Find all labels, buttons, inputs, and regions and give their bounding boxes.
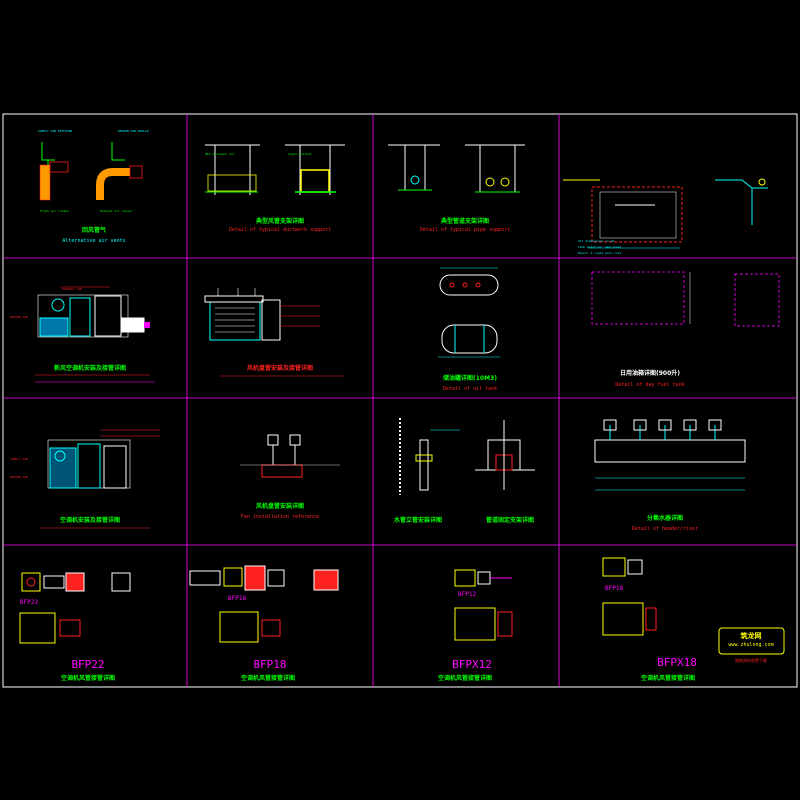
caption-en: Detail of header/riser: [632, 526, 698, 532]
svg-text:RETURN AIR GRILLE: RETURN AIR GRILLE: [118, 129, 149, 133]
caption-en: Detail of day fuel tank: [615, 382, 684, 388]
panel-grid: [3, 114, 797, 687]
panel-duct-support: M10 threaded rod Angle bracket 典型风管支架详图 …: [205, 144, 345, 233]
tank-note: Tank material: 4mm steel: [578, 245, 622, 249]
panel-riser-support: 水管立管安装详图 管道固定支架详图: [394, 418, 535, 524]
svg-text:RETURN AIR: RETURN AIR: [10, 315, 28, 319]
caption-cn: 分集水器详图: [647, 514, 683, 522]
caption-en: Detail of typical ductwork support: [229, 227, 331, 233]
panel-bfp22: BFP22 BFP22 空调机风管接管详图: [19, 572, 131, 682]
stamp-line: 建筑资料免费下载: [735, 657, 767, 663]
tank-note: Paint: 2 coats anti-rust: [578, 251, 622, 255]
caption-cn: 典型管道支架详图: [441, 217, 489, 225]
caption-cn: 典型风管支架详图: [256, 217, 304, 225]
panel-air-vents: SUPPLY AIR DIFFUSER RETURN AIR GRILLE Fr…: [38, 129, 149, 244]
caption-en: Detail of typical pipe support: [420, 227, 510, 233]
svg-text:M10 threaded rod: M10 threaded rod: [205, 152, 234, 156]
caption-cn: 日用油箱详图(900升): [620, 369, 680, 377]
svg-text:EXHAUST AIR: EXHAUST AIR: [62, 287, 82, 291]
svg-text:Fresh air intake: Fresh air intake: [40, 209, 69, 213]
unit-tag: BFP18: [228, 595, 246, 602]
caption-cn: 风机盘管安装详图: [256, 502, 304, 510]
caption-en: Detail of oil tank: [443, 386, 497, 392]
panel-bfpx12: BFP12 BFPX12 空调机风管接管详图: [438, 569, 513, 682]
caption-cn: 储油罐详图(10M3): [442, 374, 497, 382]
unit-tag: BFP12: [458, 591, 476, 598]
tank-note: All dimensions in mm: [578, 239, 614, 243]
caption-cn: 水管立管安装详图: [394, 516, 442, 524]
stamp-line: 筑龙网: [741, 631, 762, 640]
model-label: BFPX18: [657, 656, 697, 669]
watermark-stamp: 筑龙网 www.zhulong.com 建筑资料免费下载: [718, 627, 785, 663]
svg-text:RETURN AIR: RETURN AIR: [10, 475, 28, 479]
panel-day-fuel-tank: All dimensions in mm Tank material: 4mm …: [563, 178, 780, 388]
caption-cn: 管道固定支架详图: [486, 516, 534, 524]
caption-cn: 新风空调机安装及接管详图: [54, 364, 126, 372]
panel-bfpx18: BFP18 BFPX18 空调机风管接管详图: [602, 557, 697, 682]
unit-tag: BFP22: [20, 599, 38, 606]
caption-cn: 空调机风管接管详图: [641, 674, 695, 682]
svg-text:Exhaust air louver: Exhaust air louver: [100, 209, 133, 213]
stamp-line: www.zhulong.com: [728, 642, 773, 648]
unit-tag: BFP18: [605, 585, 623, 592]
panel-bfp18: BFP18 BFP18 空调机风管接管详图: [189, 565, 339, 682]
caption-en: Alternative air vents: [62, 238, 125, 244]
sheet-frame: [2, 113, 798, 688]
caption-cn: 空调机风管接管详图: [438, 674, 492, 682]
panel-oil-tank: 储油罐详图(10M3) Detail of oil tank: [438, 267, 500, 392]
caption-cn: 空调机安装及接管详图: [60, 516, 120, 524]
panel-fresh-air-ahu: EXHAUST AIR RETURN AIR 新风空调机安装及接管详图: [10, 286, 155, 383]
caption-cn: 空调机风管接管详图: [61, 674, 115, 682]
caption-cn: 风机盘管安装及接管详图: [247, 364, 313, 372]
caption-cn: 回风管气: [82, 226, 106, 234]
model-label: BFP18: [253, 658, 286, 671]
model-label: BFPX12: [452, 658, 492, 671]
caption-cn: 空调机风管接管详图: [241, 674, 295, 682]
caption-en: Fan installation reference: [241, 514, 319, 520]
model-label: BFP22: [71, 658, 104, 671]
svg-text:SUPPLY AIR: SUPPLY AIR: [10, 457, 28, 461]
svg-text:SUPPLY AIR DIFFUSER: SUPPLY AIR DIFFUSER: [38, 129, 73, 133]
panel-ahu: SUPPLY AIR RETURN AIR 空调机安装及接管详图: [10, 429, 160, 529]
panel-fan-install: 风机盘管安装详图 Fan installation reference: [240, 434, 340, 520]
panel-pipe-support: 典型管道支架详图 Detail of typical pipe support: [388, 144, 525, 233]
panel-fan-coil: 风机盘管安装及接管详图: [204, 288, 345, 377]
svg-text:Angle bracket: Angle bracket: [288, 152, 312, 156]
panel-header: 分集水器详图 Detail of header/riser: [594, 419, 746, 532]
